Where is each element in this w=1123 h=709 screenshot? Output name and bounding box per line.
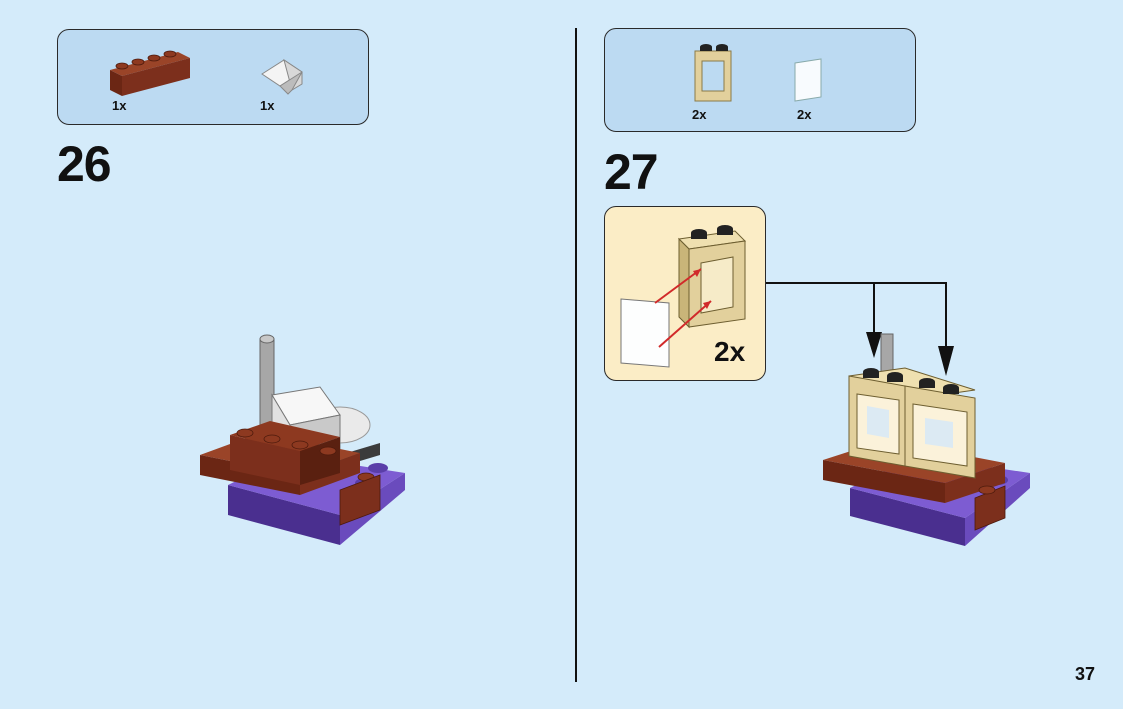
step27-part2-qty: 2x [797,107,812,122]
step26-model-illustration [200,334,405,545]
step-27-number: 27 [604,144,659,200]
step-26-number: 26 [57,136,112,192]
step27-parts-callout: 2x 2x [604,28,916,132]
brick-1x4-icon [110,50,190,96]
subassembly-arrows [766,282,954,376]
subassembly-box [604,206,766,381]
step26-part1-qty: 1x [112,98,127,113]
page-divider [575,28,577,682]
step26-part2-qty: 1x [260,98,275,113]
subassembly-illustration [620,225,747,368]
step27-part1-qty: 2x [692,107,707,122]
window-frame-icon [694,44,732,102]
subassembly-multiplier: 2x [714,336,746,367]
page-number: 37 [1074,664,1095,684]
step26-parts-callout: 1x 1x [57,29,369,125]
window-glass-icon [794,58,822,102]
step27-model-illustration [823,333,1030,546]
slope-brick-icon [261,58,303,95]
